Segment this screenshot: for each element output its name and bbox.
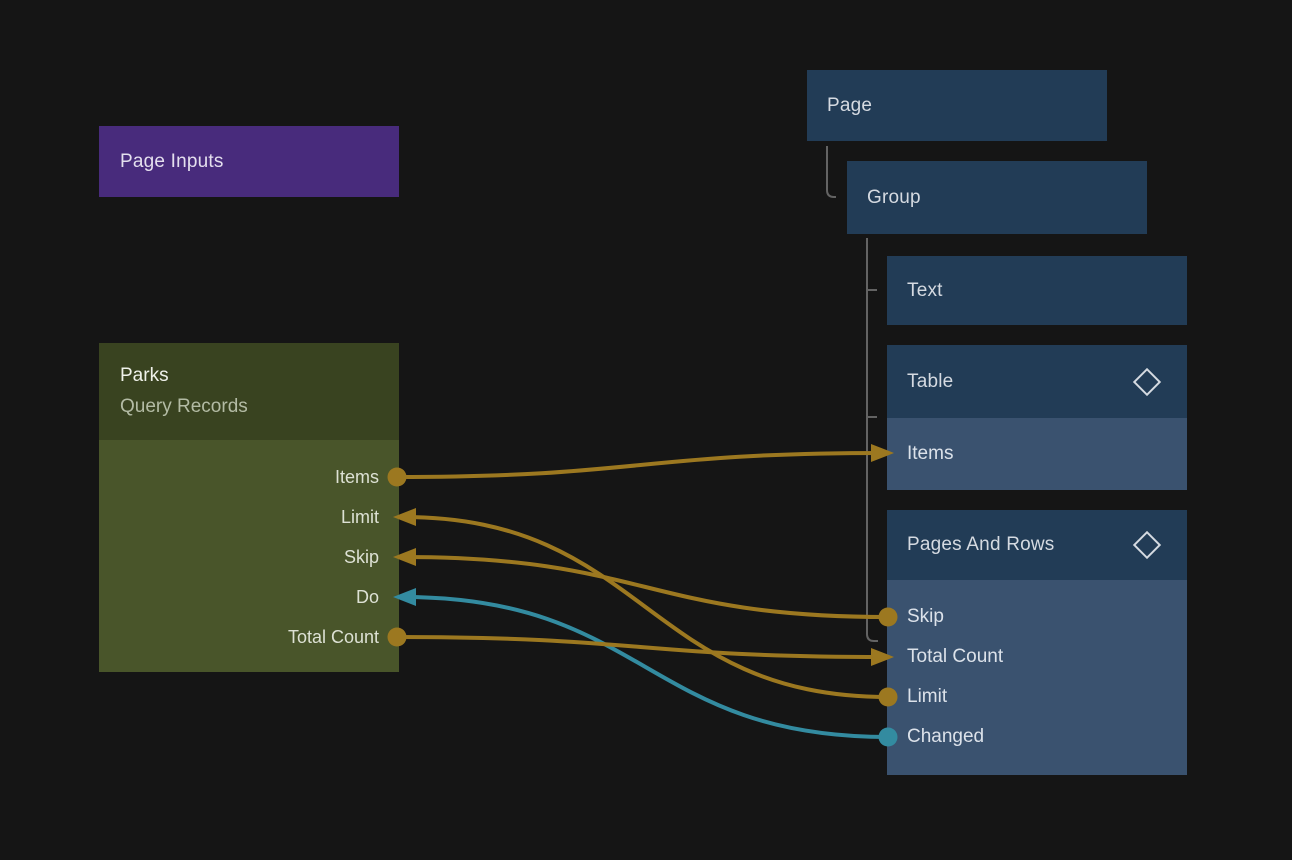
row-items[interactable]: Items — [887, 418, 1187, 490]
node-text[interactable]: Text — [887, 256, 1187, 325]
port-do[interactable]: Do — [355, 586, 379, 607]
node-title: Table — [907, 370, 954, 392]
pages-and-rows-header[interactable]: Pages And Rows — [887, 510, 1187, 580]
node-page-inputs[interactable]: Page Inputs — [99, 126, 399, 197]
node-title: Parks — [120, 365, 169, 386]
node-title: Page — [827, 94, 873, 116]
parks-header[interactable]: Parks Query Records — [99, 343, 399, 440]
table-header[interactable]: Table — [887, 345, 1187, 418]
node-table[interactable]: Table Items — [887, 345, 1187, 490]
tree-connector — [866, 238, 878, 642]
port-limit[interactable]: Limit — [340, 506, 379, 527]
node-pages-and-rows[interactable]: Pages And Rows Skip Total Count Limit Ch… — [887, 510, 1187, 775]
node-group[interactable]: Group — [847, 161, 1147, 234]
row-total-count[interactable]: Total Count — [907, 646, 1004, 667]
node-title: Page Inputs — [120, 150, 224, 172]
wire — [402, 595, 889, 739]
diamond-icon — [1132, 530, 1162, 560]
port-total-count[interactable]: Total Count — [287, 626, 379, 647]
port-items[interactable]: Items — [334, 466, 379, 487]
node-parks-query[interactable]: Parks Query Records Items Limit Skip Do … — [99, 343, 399, 672]
parks-ports: Items Limit Skip Do Total Count — [99, 440, 399, 672]
row-limit[interactable]: Limit — [907, 686, 948, 707]
wire — [402, 555, 889, 619]
node-page[interactable]: Page — [807, 70, 1107, 141]
node-title: Pages And Rows — [907, 534, 1055, 555]
tree-connector — [826, 146, 836, 198]
node-title: Text — [907, 279, 943, 301]
node-subtitle: Query Records — [120, 396, 248, 417]
wire — [402, 515, 889, 699]
row-changed[interactable]: Changed — [907, 726, 985, 747]
wire — [396, 451, 885, 479]
node-title: Group — [867, 186, 921, 208]
diamond-icon — [1132, 367, 1162, 396]
port-skip[interactable]: Skip — [343, 546, 379, 567]
wire — [396, 635, 885, 659]
pages-and-rows-ports: Skip Total Count Limit Changed — [887, 580, 1187, 775]
row-skip[interactable]: Skip — [907, 606, 944, 627]
